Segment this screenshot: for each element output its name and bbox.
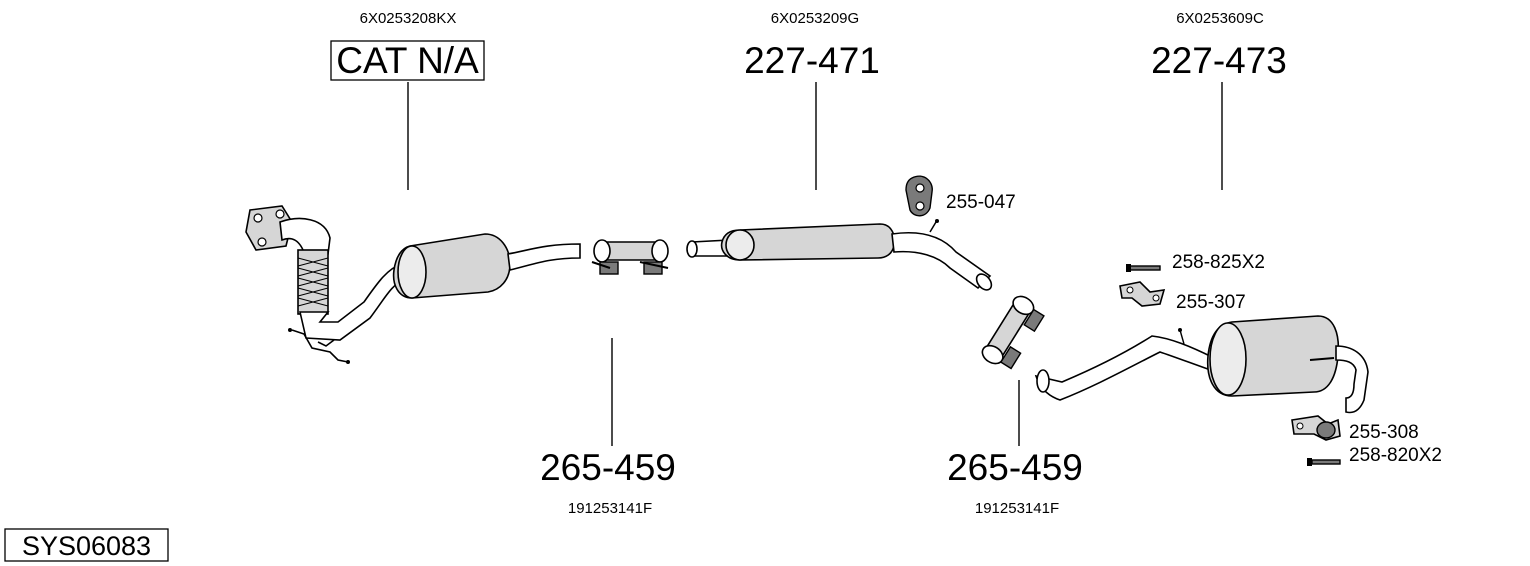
system-id-box [4, 528, 169, 562]
oem-number-rear-silencer: 6X0253609C [1176, 10, 1264, 27]
rear-silencer-icon [1034, 315, 1369, 414]
part-number-clamp-right: 265-459 [947, 447, 1083, 488]
oem-number-clamp-left: 191253141F [568, 500, 652, 517]
part-number-rubber-hanger-b: 255-308 [1349, 422, 1419, 443]
oem-number-catalytic-converter: 6X0253208KX [360, 10, 457, 27]
part-number-bracket-a: 255-307 [1176, 292, 1246, 313]
catalytic-converter-icon [245, 205, 581, 364]
part-number-middle-silencer: 227-471 [744, 40, 880, 81]
bolt-icon [1307, 458, 1341, 466]
part-number-clamp-left: 265-459 [540, 447, 676, 488]
pipe-clamp-icon [591, 239, 669, 275]
rubber-hanger-icon [1291, 415, 1341, 441]
part-number-bolt-b: 258-820X2 [1349, 445, 1442, 466]
part-number-bolt-a: 258-825X2 [1172, 252, 1265, 273]
rubber-hanger-icon [905, 175, 933, 217]
part-number-catalytic-converter: CAT N/A [336, 40, 479, 81]
part-number-box-catalytic-converter [330, 40, 485, 81]
part-number-rubber-hanger-a: 255-047 [946, 192, 1016, 213]
bracket-icon [1119, 281, 1166, 307]
part-number-rear-silencer: 227-473 [1151, 40, 1287, 81]
oem-number-middle-silencer: 6X0253209G [771, 10, 859, 27]
pipe-clamp-icon [981, 295, 1045, 370]
oem-number-clamp-right: 191253141F [975, 500, 1059, 517]
bolt-icon [1126, 264, 1161, 272]
system-id: SYS06083 [22, 531, 151, 561]
leader-lines [407, 82, 1223, 446]
middle-silencer-icon [686, 219, 993, 291]
